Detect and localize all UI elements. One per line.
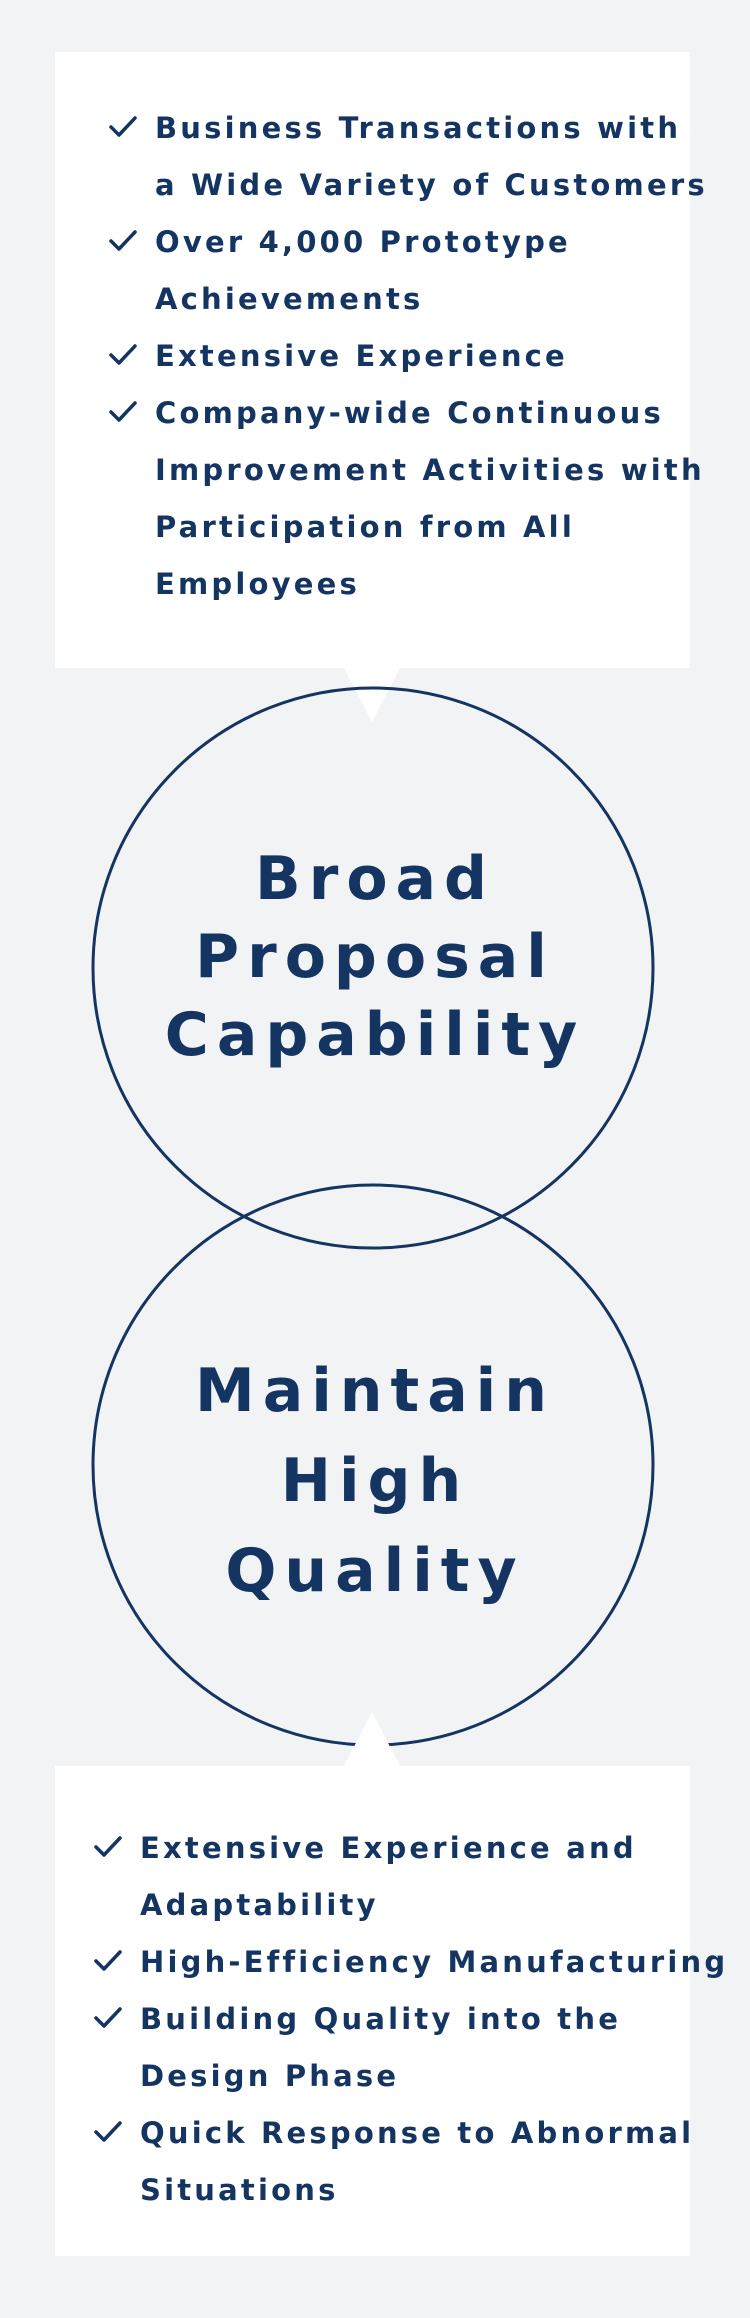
list-item: Quick Response to Abnormal Situations [94,2105,691,2219]
bottom-feature-list: Extensive Experience and Adaptability Hi… [94,1820,725,2219]
list-item-line: High-Efficiency Manufacturing [140,1945,729,1979]
list-item-line: Achievements [155,282,424,316]
top-feature-list: Business Transactions with a Wide Variet… [109,100,705,613]
list-item-line: Quick Response to Abnormal [140,2116,695,2150]
circle-top-line: Proposal [195,922,555,992]
list-item: Over 4,000 Prototype Achievements [109,214,690,328]
list-item: Extensive Experience [109,328,690,385]
circle-top-line: Capability [164,1000,586,1070]
list-item: High-Efficiency Manufacturing [94,1934,725,1991]
checkmark-icon [94,1836,122,1857]
list-item-line: Design Phase [140,2059,400,2093]
list-item: Company-wide Continuous Improvement Acti… [109,385,702,613]
top-card-pointer [344,668,400,722]
checkmark-icon [109,344,137,365]
list-item-line: Extensive Experience [155,339,568,373]
list-item-line: Extensive Experience and [140,1831,637,1865]
list-item-line: Participation from All [155,510,575,544]
checkmark-icon [109,116,137,137]
list-item-line: Business Transactions with [155,111,682,145]
list-item-line: Over 4,000 Prototype [155,225,571,259]
checkmark-icon [109,401,137,422]
list-item-line: Company-wide Continuous [155,396,664,430]
list-item-line: Employees [155,567,360,601]
checkmark-icon [109,230,137,251]
top-features-card: Business Transactions with a Wide Variet… [55,52,705,668]
list-item: Business Transactions with a Wide Variet… [109,100,705,214]
circle-bottom-line: High [280,1446,470,1516]
circle-top-label: Broad Proposal Capability [75,840,675,1074]
bottom-card-pointer [344,1712,400,1766]
circle-bottom-line: Quality [225,1536,525,1606]
circle-top-line: Broad [255,844,495,914]
list-item-line: Situations [140,2173,339,2207]
circle-bottom-label: Maintain High Quality [75,1346,675,1616]
checkmark-icon [94,1950,122,1971]
list-item-line: a Wide Variety of Customers [155,168,708,202]
list-item-line: Building Quality into the [140,2002,622,2036]
circle-bottom-line: Maintain [195,1356,555,1426]
circle-broad-proposal [91,686,655,1250]
checkmark-icon [94,2121,122,2142]
list-item-line: Adaptability [140,1888,379,1922]
list-item-line: Improvement Activities with [155,453,705,487]
checkmark-icon [94,2007,122,2028]
list-item: Extensive Experience and Adaptability [94,1820,690,1934]
list-item: Building Quality into the Design Phase [94,1991,690,2105]
bottom-features-card: Extensive Experience and Adaptability Hi… [55,1766,725,2256]
